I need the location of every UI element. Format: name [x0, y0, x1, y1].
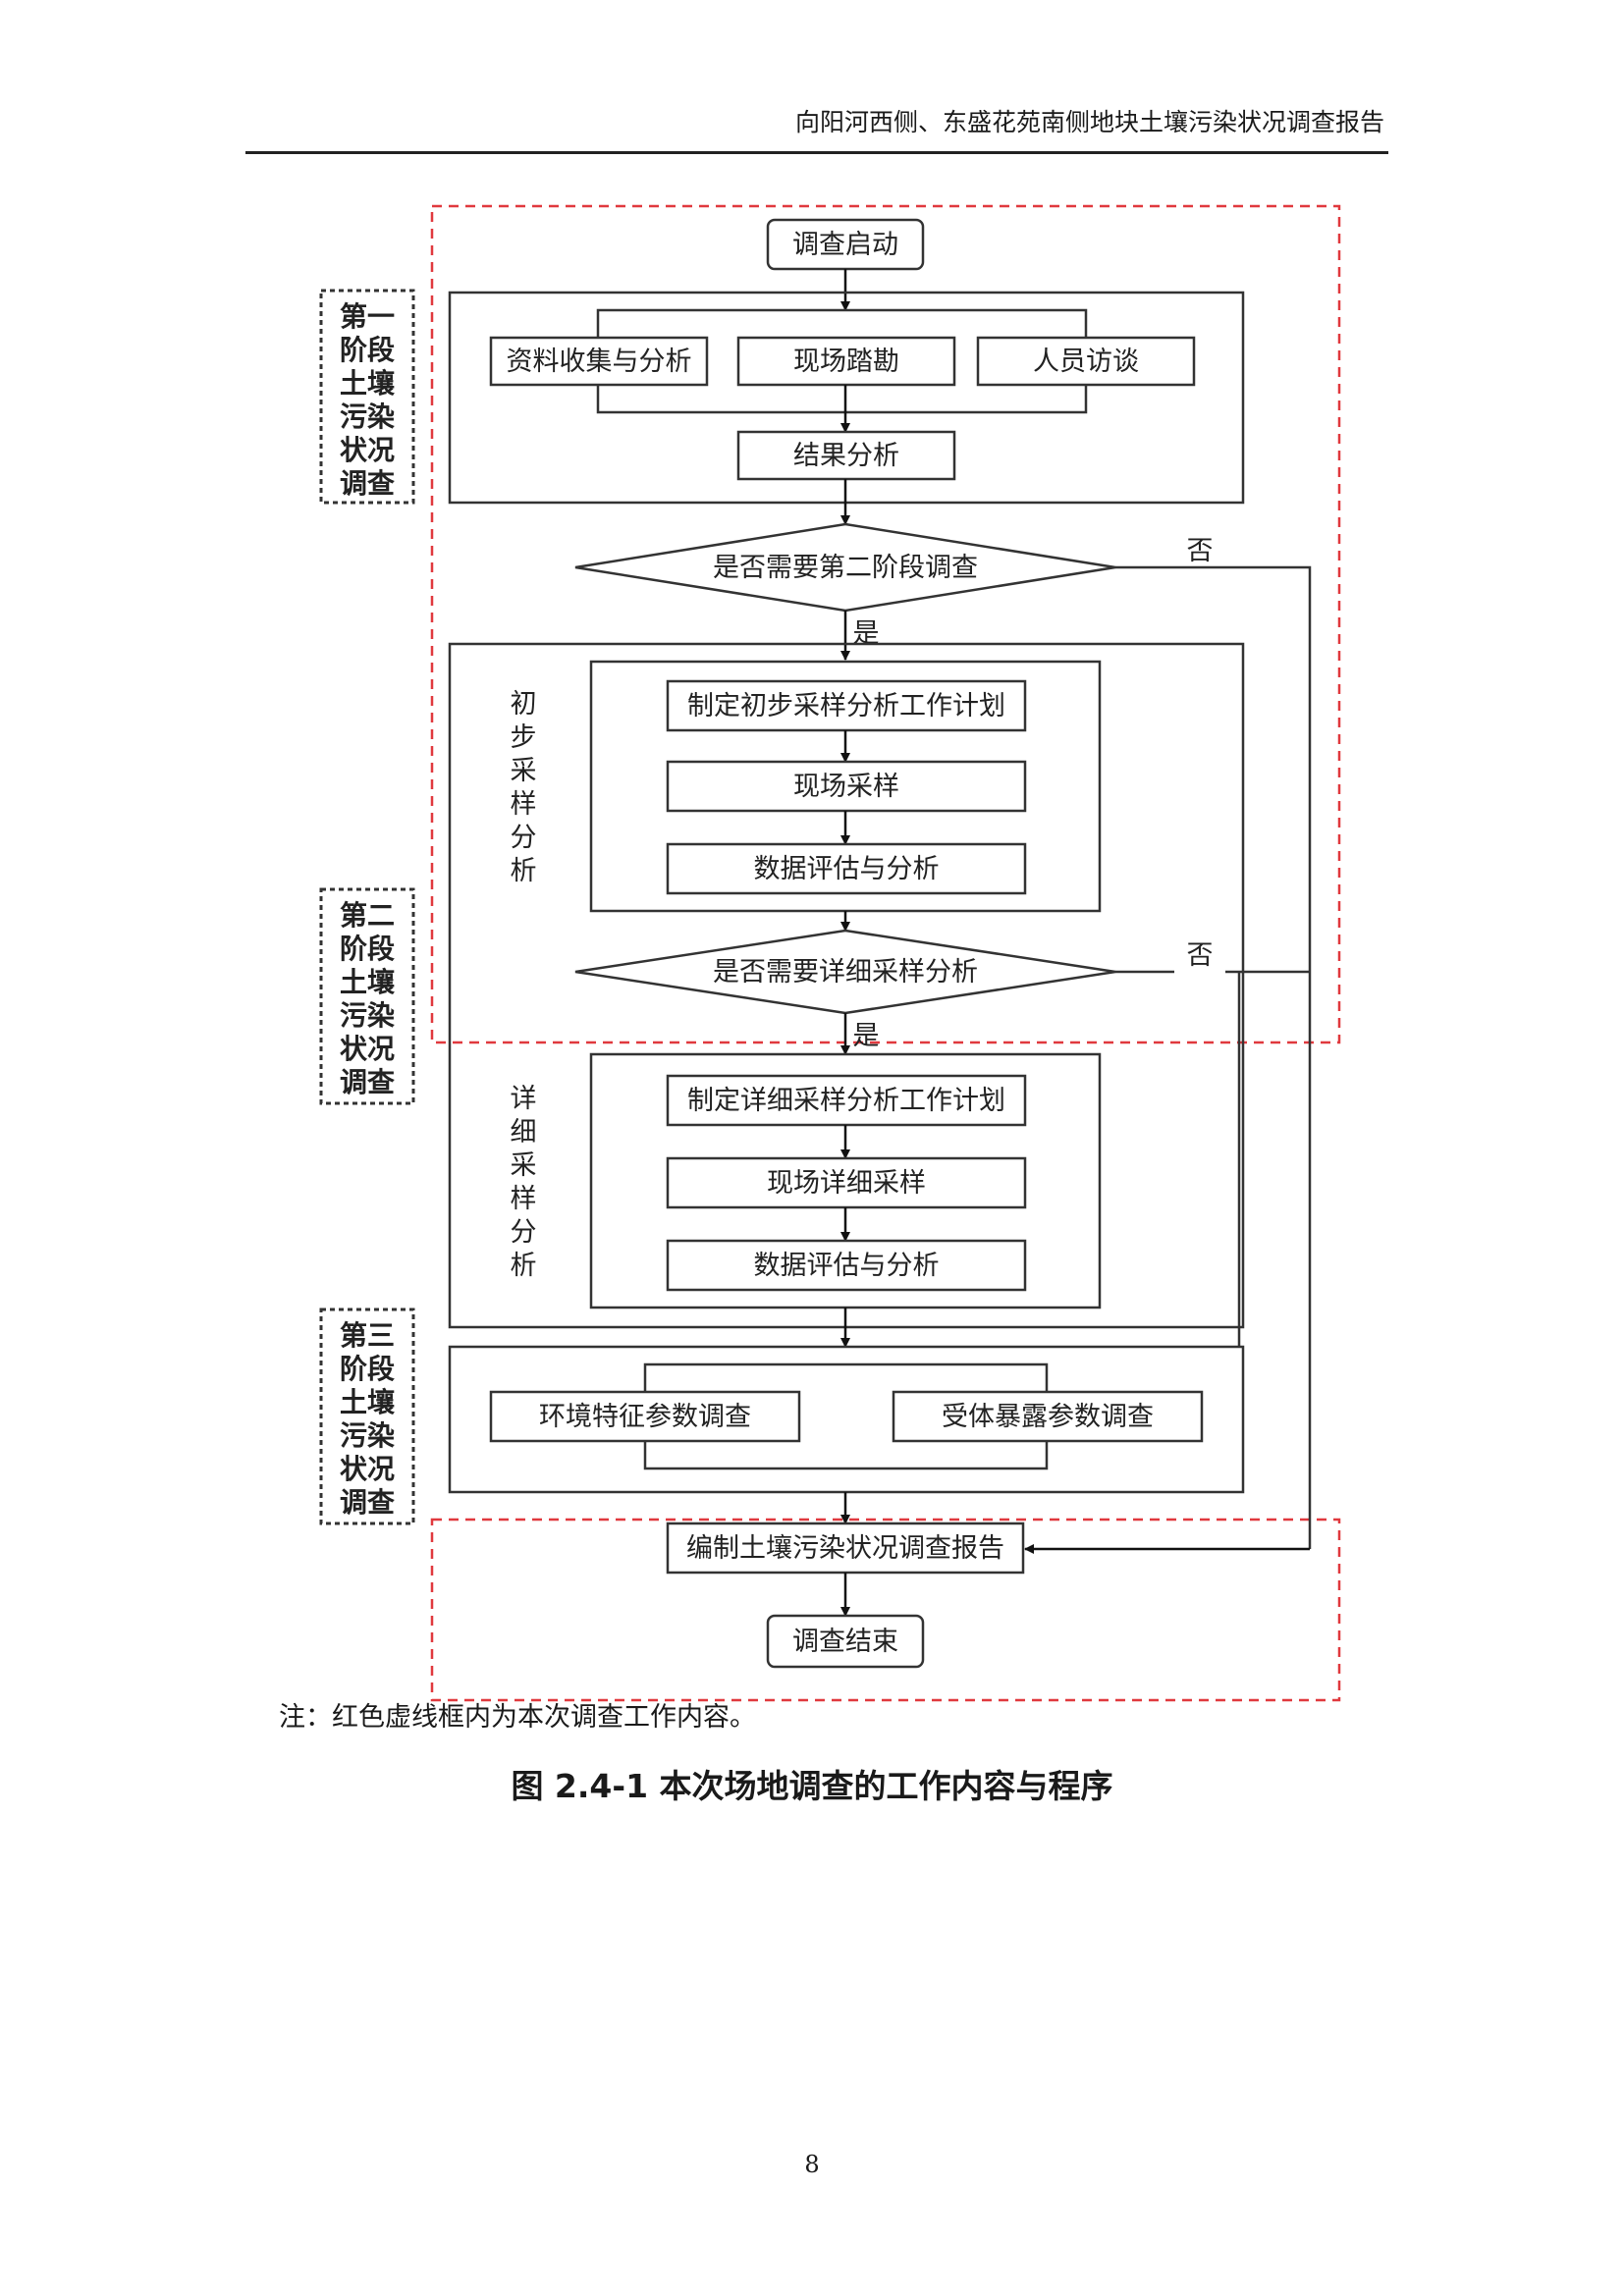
page-header: 向阳河西侧、东盛花苑南侧地块土壤污染状况调查报告 — [245, 108, 1388, 154]
initial-sampling-char-4: 样 — [511, 789, 537, 820]
phase-2-line-1: 第二 — [340, 899, 395, 932]
detailed-sampling-char-4: 样 — [511, 1184, 537, 1214]
stage1-task-1-label: 资料收集与分析 — [507, 347, 692, 377]
initial-sampling-char-1: 初 — [511, 689, 537, 720]
scope-box-bottom — [430, 1518, 1341, 1702]
phase-2-line-3: 土壤 — [340, 966, 396, 998]
stage3-merge-line — [643, 1441, 1049, 1470]
decision2-no-label: 否 — [1187, 940, 1214, 971]
report-label: 编制土壤污染状况调查报告 — [686, 1533, 1004, 1564]
phase-2-line-5: 状况 — [340, 1033, 395, 1065]
detailed-step-3 — [666, 1239, 1027, 1292]
phase-3-line-3: 土壤 — [340, 1386, 396, 1418]
phase-1-line-6: 调查 — [340, 467, 395, 500]
phase-box-2 — [319, 887, 415, 1105]
phase-2-line-6: 调查 — [340, 1066, 395, 1098]
detailed-step-3-label: 数据评估与分析 — [754, 1251, 940, 1281]
stage1-result-label: 结果分析 — [793, 441, 899, 471]
phase-1-line-1: 第一 — [340, 300, 395, 333]
detailed-step-2 — [666, 1156, 1027, 1209]
stage3-split-line — [643, 1362, 1049, 1392]
stage1-split-line — [596, 308, 1088, 338]
phase-1-line-2: 阶段 — [340, 334, 395, 366]
decision2-yes-label: 是 — [853, 1021, 880, 1051]
initial-step-3 — [666, 842, 1027, 895]
stage1-task-3 — [976, 336, 1196, 387]
decision1-label: 是否需要第二阶段调查 — [713, 553, 978, 583]
detailed-sampling-char-2: 细 — [511, 1117, 537, 1148]
detailed-sampling-char-3: 采 — [511, 1150, 537, 1181]
phase-box-3 — [319, 1308, 415, 1525]
stage1-task-1 — [489, 336, 709, 387]
phase-1-line-3: 土壤 — [340, 367, 396, 400]
phase-3-line-4: 污染 — [340, 1419, 395, 1452]
detailed-step-1 — [666, 1074, 1027, 1127]
phase-3-line-6: 调查 — [340, 1486, 395, 1519]
initial-step-3-label: 数据评估与分析 — [754, 854, 940, 884]
phase-2-line-2: 阶段 — [340, 933, 395, 965]
decision1-no-path — [1115, 565, 1312, 1549]
initial-step-1-label: 制定初步采样分析工作计划 — [687, 691, 1005, 721]
detailed-step-2-label: 现场详细采样 — [767, 1168, 926, 1199]
figure-caption: 图 2.4-1 本次场地调查的工作内容与程序 — [511, 1767, 1113, 1805]
decision1-no-label: 否 — [1187, 536, 1214, 566]
initial-sampling-char-5: 分 — [511, 823, 537, 853]
stage3-task-2-label: 受体暴露参数调查 — [942, 1402, 1154, 1432]
phase-1-line-5: 状况 — [340, 434, 395, 466]
stage3-task-2 — [892, 1390, 1204, 1443]
phase-1-line-4: 污染 — [340, 400, 395, 433]
stage3-task-1 — [489, 1390, 801, 1443]
header-title: 向阳河西侧、东盛花苑南侧地块土壤污染状况调查报告 — [794, 108, 1384, 136]
initial-sampling-char-3: 采 — [511, 756, 537, 786]
scope-box-top — [430, 204, 1341, 1044]
page-number: 8 — [804, 2151, 820, 2178]
detailed-sampling-char-5: 分 — [511, 1217, 537, 1248]
stage1-merge-line — [596, 385, 1088, 414]
phase-3-line-1: 第三 — [340, 1319, 395, 1352]
initial-step-2 — [666, 760, 1027, 813]
detailed-sampling-char-1: 详 — [511, 1084, 537, 1114]
phase-2-line-4: 污染 — [340, 999, 395, 1032]
stage3-task-1-label: 环境特征参数调查 — [539, 1402, 751, 1432]
initial-sampling-char-6: 析 — [511, 856, 537, 886]
workflow-diagram: 第一 阶段 土壤 污染 状况 调查 第二 阶段 土壤 污染 状况 调查 第三 阶… — [319, 204, 1341, 1702]
detailed-sampling-char-6: 析 — [511, 1251, 537, 1281]
phase-3-line-5: 状况 — [340, 1453, 395, 1485]
end-node — [766, 1614, 925, 1669]
phase-box-1 — [319, 289, 415, 505]
initial-step-2-label: 现场采样 — [793, 772, 899, 802]
stage1-task-3-label: 人员访谈 — [1033, 347, 1139, 377]
phase-3-line-2: 阶段 — [340, 1353, 395, 1385]
figure-note: 注：红色虚线框内为本次调查工作内容。 — [279, 1702, 756, 1733]
start-label: 调查启动 — [792, 230, 898, 260]
decision2-label: 是否需要详细采样分析 — [713, 957, 978, 988]
end-label: 调查结束 — [792, 1627, 898, 1657]
report-node — [666, 1522, 1025, 1575]
stage1-task-2 — [736, 336, 956, 387]
initial-sampling-char-2: 步 — [511, 722, 537, 753]
stage1-task-2-label: 现场踏勘 — [793, 347, 899, 377]
detailed-step-1-label: 制定详细采样分析工作计划 — [687, 1086, 1005, 1116]
